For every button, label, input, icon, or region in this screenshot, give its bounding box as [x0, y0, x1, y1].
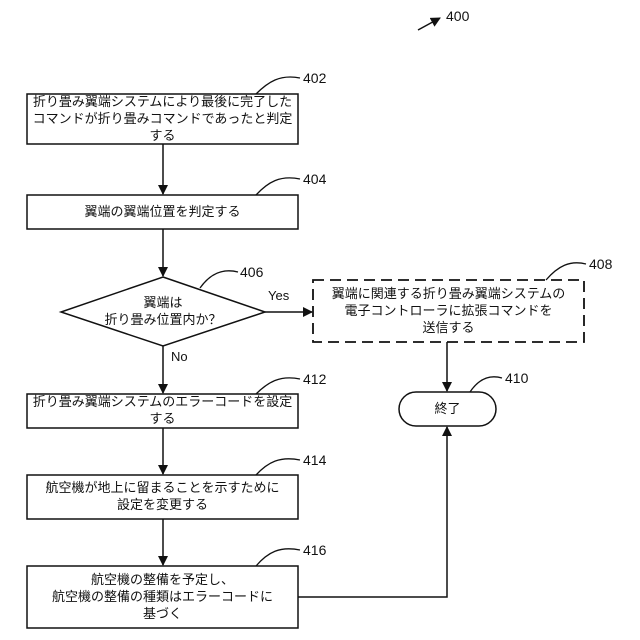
ref-402: 402	[303, 70, 326, 86]
ref-416: 416	[303, 542, 326, 558]
ref-leader-412	[256, 378, 300, 394]
edge-label-no: No	[171, 349, 188, 364]
step-412-text: 折り畳み翼端システムのエラーコードを設定する	[27, 394, 298, 428]
step-402-text: 折り畳み翼端システムにより最後に完了した コマンドが折り畳みコマンドであったと判…	[27, 94, 298, 144]
ref-412: 412	[303, 371, 326, 387]
step-414-text: 航空機が地上に留まることを示すために 設定を変更する	[27, 475, 298, 519]
ref-406: 406	[240, 264, 263, 280]
ref-leader-416	[256, 549, 300, 566]
step-404-text: 翼端の翼端位置を判定する	[27, 195, 298, 229]
step-410-text: 終了	[399, 392, 496, 426]
figure-number: 400	[446, 8, 469, 24]
ref-414: 414	[303, 452, 326, 468]
ref-404: 404	[303, 171, 326, 187]
ref-410: 410	[505, 370, 528, 386]
ref-leader-408	[546, 263, 586, 280]
ref-leader-410	[470, 377, 502, 392]
step-416-text: 航空機の整備を予定し、 航空機の整備の種類はエラーコードに 基づく	[27, 566, 298, 628]
ref-leader-414	[256, 459, 300, 475]
figure-pointer-arrow	[418, 18, 440, 30]
step-408-text: 翼端に関連する折り畳み翼端システムの 電子コントローラに拡張コマンドを 送信する	[313, 280, 584, 342]
ref-408: 408	[589, 256, 612, 272]
step-406-text: 翼端は 折り畳み位置内か？	[78, 284, 248, 340]
edge-label-yes: Yes	[268, 288, 289, 303]
ref-leader-402	[256, 77, 300, 94]
ref-leader-404	[256, 178, 300, 195]
